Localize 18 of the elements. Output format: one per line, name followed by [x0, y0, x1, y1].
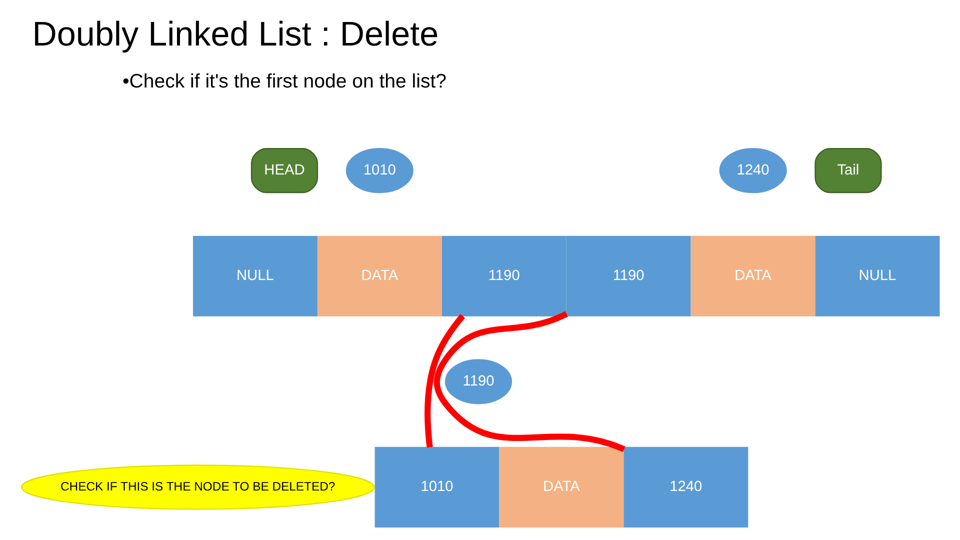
- node-box: 1010: [374, 446, 499, 528]
- node-box: DATA: [498, 446, 624, 528]
- node-box: DATA: [316, 236, 442, 316]
- node-ellipse: CHECK IF THIS IS THE NODE TO BE DELETED?: [20, 464, 374, 510]
- node-box: NULL: [814, 236, 940, 316]
- diagram-title: Doubly Linked List : Delete: [32, 15, 438, 54]
- connector: [424, 314, 465, 448]
- node-box: NULL: [192, 236, 317, 316]
- node-ellipse: 1010: [345, 148, 413, 194]
- node-box: 1190: [441, 236, 566, 316]
- node-ellipse: 1190: [444, 359, 512, 404]
- node-box: Tail: [814, 148, 882, 194]
- node-box: DATA: [690, 236, 815, 316]
- label: •Check if it's the first node on the list?: [122, 70, 446, 92]
- node-box: 1240: [623, 446, 748, 528]
- node-ellipse: 1240: [718, 148, 786, 194]
- node-box: 1190: [566, 236, 690, 316]
- node-box: HEAD: [250, 148, 318, 194]
